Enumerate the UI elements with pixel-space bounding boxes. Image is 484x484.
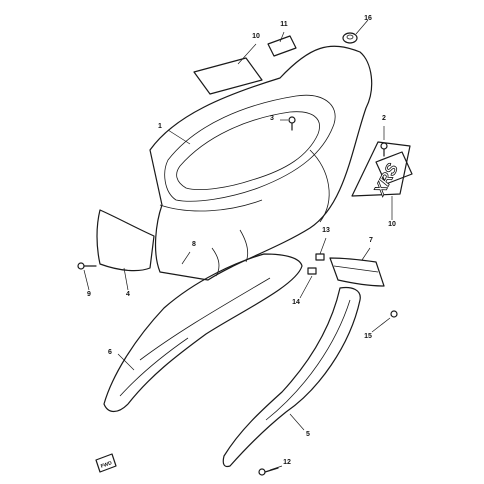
side-trim (329, 257, 385, 287)
decal-right: XRS (351, 141, 413, 199)
side-cover-long (103, 253, 303, 413)
front-panel (96, 209, 155, 272)
callout-15: 15 (364, 333, 372, 340)
callout-5: 5 (306, 431, 310, 438)
decal-left (193, 57, 263, 95)
screw-12 (258, 467, 279, 476)
callout-2: 2 (382, 115, 386, 122)
lower-rail (222, 286, 361, 468)
svg-text:FWD: FWD (100, 460, 113, 470)
callout-8: 8 (192, 241, 196, 248)
callout-1: 1 (158, 123, 162, 130)
screw-3 (288, 116, 296, 131)
screw-2 (380, 142, 388, 157)
callout-6: 6 (108, 349, 112, 356)
leader-lines (83, 19, 393, 471)
callout-7: 7 (369, 237, 373, 244)
callout-13: 13 (322, 227, 330, 234)
screw-15 (390, 310, 398, 318)
fwd-arrow-icon: FWD (95, 453, 117, 473)
callout-16: 16 (364, 15, 372, 22)
grommet (342, 32, 358, 44)
clip-14 (307, 267, 317, 275)
callout-11: 11 (280, 21, 288, 28)
callout-4: 4 (126, 291, 130, 298)
rear-cowl (149, 45, 373, 281)
callout-9: 9 (87, 291, 91, 298)
callout-10: 10 (252, 33, 260, 40)
callout-3: 3 (270, 115, 274, 122)
screw-9 (77, 262, 97, 270)
callout-14: 14 (292, 299, 300, 306)
decal-small (267, 35, 297, 57)
clip-13 (315, 237, 327, 261)
callout-10: 10 (388, 221, 396, 228)
callout-12: 12 (283, 459, 291, 466)
